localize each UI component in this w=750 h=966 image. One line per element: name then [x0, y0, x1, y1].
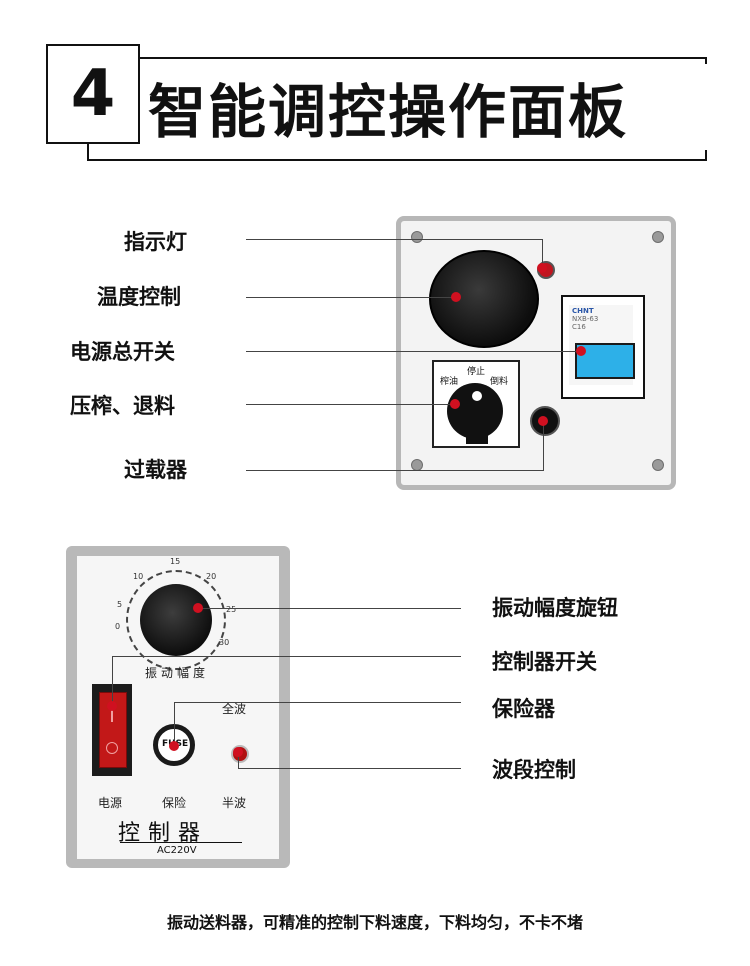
leader-line [174, 702, 175, 746]
callout-press-return: 压榨、退料 [70, 394, 175, 418]
dial-tick-label: 0 [115, 622, 121, 631]
leader-line [246, 470, 543, 471]
callout-dot [169, 741, 179, 751]
callout-overload: 过载器 [124, 458, 187, 482]
selector-stop-label: 停止 [467, 367, 486, 377]
callout-wave-band: 波段控制 [492, 758, 576, 782]
page-title: 智能调控操作面板 [140, 64, 708, 150]
leader-line [246, 351, 578, 352]
footer-caption: 振动送料器，可精准的控制下料速度，下料均匀，不卡不堵 [166, 913, 583, 932]
callout-controller-switch: 控制器开关 [492, 650, 597, 674]
voltage-label: AC220V [157, 845, 197, 856]
leader-line [238, 752, 239, 768]
leader-line [246, 297, 453, 298]
breaker-model: NXB-63 [572, 315, 599, 323]
section-number: 4 [46, 44, 140, 144]
dial-scale [126, 570, 226, 670]
device-name: 控制器 [118, 821, 209, 846]
callout-temperature-control: 温度控制 [97, 285, 181, 309]
selector-press-label: 榨油 [440, 377, 459, 387]
callout-main-power-switch: 电源总开关 [70, 340, 175, 364]
leader-line [246, 404, 454, 405]
full-wave-label: 全波 [222, 702, 247, 716]
device-name-underline [120, 842, 242, 843]
callout-dot [576, 346, 586, 356]
callout-dot [537, 263, 547, 273]
screw-icon [652, 459, 664, 471]
screw-icon [411, 231, 423, 243]
switch-on-mark [111, 708, 113, 722]
leader-line [543, 421, 544, 471]
callout-dot [450, 399, 460, 409]
callout-dot [107, 701, 117, 711]
leader-line [246, 239, 542, 240]
dial-tick-label: 25 [226, 605, 237, 614]
screw-icon [652, 231, 664, 243]
dial-tick-label: 10 [133, 572, 144, 581]
callout-indicator-light: 指示灯 [124, 230, 187, 254]
dial-tick-label: 30 [219, 638, 230, 647]
switch-off-mark [106, 742, 118, 754]
leader-line [174, 702, 461, 703]
leader-line [542, 239, 543, 267]
leader-line [238, 768, 461, 769]
callout-fuse: 保险器 [492, 697, 555, 721]
callout-amplitude-knob: 振动幅度旋钮 [492, 596, 618, 620]
half-wave-label: 半波 [222, 796, 247, 810]
selector-handle[interactable] [466, 398, 488, 444]
breaker-rating: C16 [572, 323, 586, 331]
dial-tick-label: 5 [117, 600, 123, 609]
leader-line [112, 656, 113, 706]
breaker-brand: CHNT [572, 307, 594, 315]
breaker-toggle[interactable] [575, 343, 635, 379]
dial-label: 振动幅度 [145, 666, 210, 680]
callout-dot [193, 603, 203, 613]
leader-line [112, 656, 461, 657]
power-label: 电源 [98, 796, 123, 810]
dial-tick-label: 15 [170, 557, 181, 566]
callout-dot [538, 416, 548, 426]
selector-reverse-label: 倒料 [490, 377, 509, 387]
callout-dot [233, 747, 243, 757]
temperature-knob[interactable] [429, 250, 539, 348]
fuse-label: 保险 [162, 796, 187, 810]
dial-tick-label: 20 [206, 572, 217, 581]
vibration-amplitude-knob[interactable] [140, 584, 212, 656]
callout-dot [451, 292, 461, 302]
selector-pointer [472, 391, 482, 401]
leader-line [197, 608, 461, 609]
